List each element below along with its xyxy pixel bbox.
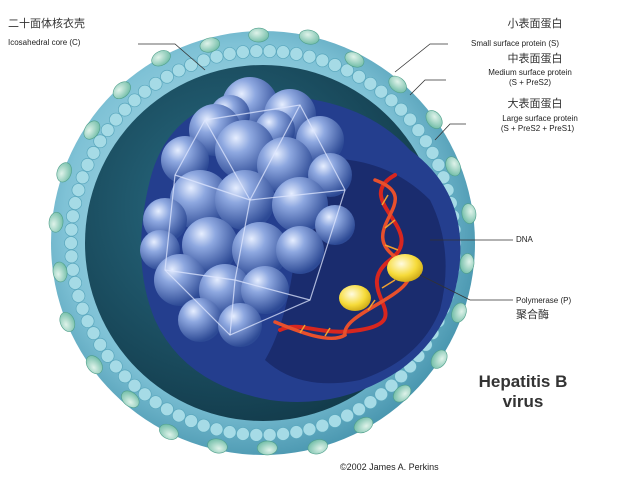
lipid-bead <box>277 46 290 59</box>
lipid-bead <box>66 263 79 276</box>
title-line-1: Hepatitis B <box>468 372 578 392</box>
lipid-bead <box>375 388 388 401</box>
diagram-title: Hepatitis B virus <box>468 372 578 412</box>
lipid-bead <box>263 45 276 58</box>
core-label: Icosahedral core (C) <box>8 38 80 48</box>
lipid-bead <box>341 409 354 422</box>
lipid-bead <box>290 47 303 60</box>
lipid-bead <box>250 428 263 441</box>
polymerase-label-zh: 聚合酶 <box>516 308 549 321</box>
lipid-bead <box>277 427 290 440</box>
lipid-bead <box>250 45 263 58</box>
small-surface-label-zh: 小表面蛋白 <box>480 17 590 30</box>
lipid-bead <box>149 77 162 90</box>
lipid-bead <box>210 423 223 436</box>
lipid-bead <box>210 50 223 63</box>
lipid-bead <box>236 427 249 440</box>
lipid-bead <box>161 403 174 416</box>
lipid-bead <box>138 85 151 98</box>
lipid-bead <box>76 302 89 315</box>
lipid-bead <box>109 360 122 373</box>
capsid-subunit <box>218 303 262 347</box>
lipid-bead <box>161 70 174 83</box>
title-line-2: virus <box>468 392 578 412</box>
lipid-bead <box>236 46 249 59</box>
lipid-bead <box>263 428 276 441</box>
core-label-zh: 二十面体核衣壳 <box>8 17 85 30</box>
lipid-bead <box>303 50 316 63</box>
lipid-bead <box>303 423 316 436</box>
polymerase-label: Polymerase (P) <box>516 296 571 306</box>
lipid-bead <box>72 184 85 197</box>
lipid-bead <box>128 94 141 107</box>
lipid-bead <box>364 77 377 90</box>
lipid-bead <box>395 103 408 116</box>
lipid-bead <box>316 419 329 432</box>
lipid-bead <box>101 349 114 362</box>
lipid-bead <box>81 315 94 328</box>
lipid-bead <box>128 379 141 392</box>
lipid-bead <box>81 158 94 171</box>
lipid-bead <box>385 94 398 107</box>
lipid-bead <box>65 223 78 236</box>
capsid-subunit <box>276 226 324 274</box>
large-surface-label: Large surface protein <box>470 114 610 124</box>
lipid-bead <box>149 396 162 409</box>
lipid-bead <box>197 419 210 432</box>
lipid-bead <box>118 103 131 116</box>
lipid-bead <box>69 276 82 289</box>
medium-surface-label-2: (S + PreS2) <box>455 78 605 88</box>
lipid-bead <box>94 338 107 351</box>
lipid-bead <box>172 64 185 77</box>
lipid-bead <box>65 250 78 263</box>
lipid-bead <box>109 113 122 126</box>
surface-protein-blob <box>249 28 269 42</box>
lipid-bead <box>138 388 151 401</box>
lipid-bead <box>364 396 377 409</box>
lipid-bead <box>69 197 82 210</box>
medium-surface-label-zh: 中表面蛋白 <box>480 52 590 65</box>
lipid-bead <box>185 415 198 428</box>
polymerase-blob-2 <box>339 285 371 311</box>
lipid-bead <box>65 237 78 250</box>
lipid-bead <box>172 409 185 422</box>
lipid-bead <box>328 415 341 428</box>
large-surface-label-2: (S + PreS2 + PreS1) <box>465 124 610 134</box>
medium-surface-label: Medium surface protein <box>455 68 605 78</box>
lipid-bead <box>432 158 445 171</box>
lipid-bead <box>353 403 366 416</box>
lipid-bead <box>72 289 85 302</box>
lipid-bead <box>87 146 100 159</box>
surface-protein-blob <box>257 441 277 455</box>
lipid-bead <box>404 113 417 126</box>
lipid-bead <box>290 426 303 439</box>
lipid-bead <box>328 58 341 71</box>
lipid-bead <box>87 327 100 340</box>
polymerase-blob <box>387 254 423 282</box>
lipid-bead <box>118 370 131 383</box>
dna-label: DNA <box>516 235 533 245</box>
lipid-bead <box>66 210 79 223</box>
lipid-bead <box>185 58 198 71</box>
lipid-bead <box>353 70 366 83</box>
lipid-bead <box>76 171 89 184</box>
copyright-credit: ©2002 James A. Perkins <box>340 462 439 472</box>
large-surface-label-zh: 大表面蛋白 <box>480 97 590 110</box>
lipid-bead <box>375 85 388 98</box>
lipid-bead <box>223 47 236 60</box>
lipid-bead <box>101 124 114 137</box>
lipid-bead <box>419 135 432 148</box>
small-surface-label: Small surface protein (S) <box>445 39 585 49</box>
lipid-bead <box>316 54 329 67</box>
lipid-bead <box>223 426 236 439</box>
lipid-bead <box>412 124 425 137</box>
lipid-bead <box>426 146 439 159</box>
